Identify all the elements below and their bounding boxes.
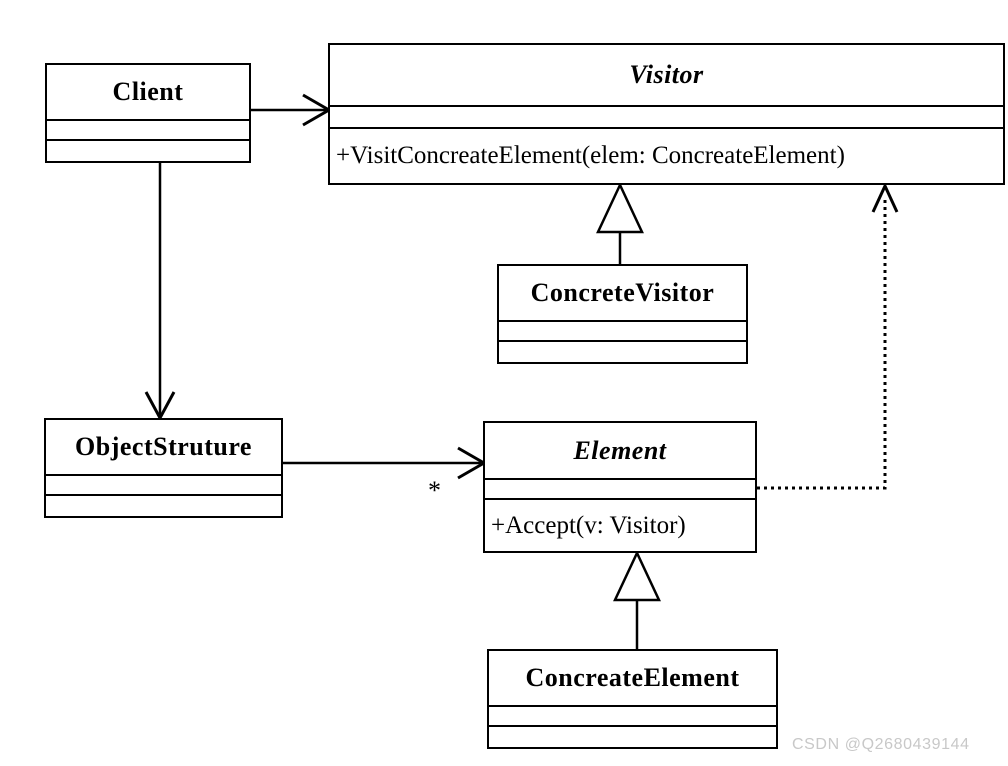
multiplicity-label-element-end: * — [428, 476, 441, 505]
edge-concreateelement-to-element — [613, 550, 661, 649]
class-attributes-compartment — [485, 480, 755, 500]
class-name-element: Element — [573, 435, 667, 465]
csdn-watermark: CSDN @Q2680439144 — [792, 736, 970, 753]
class-name-object-struture: ObjectStruture — [75, 432, 252, 461]
class-operation-accept: +Accept(v: Visitor) — [491, 511, 686, 539]
class-operations-compartment: +Accept(v: Visitor) — [485, 500, 755, 551]
class-operations-compartment: +VisitConcreateElement(elem: ConcreateEl… — [330, 129, 1003, 183]
uml-class-visitor[interactable]: Visitor +VisitConcreateElement(elem: Con… — [328, 43, 1005, 185]
class-name-concreate-element: ConcreateElement — [525, 663, 740, 692]
edge-objectstruture-to-element — [283, 446, 488, 480]
class-operations-compartment — [47, 141, 249, 161]
uml-class-concrete-visitor[interactable]: ConcreteVisitor — [497, 264, 748, 364]
class-operations-compartment — [499, 342, 746, 362]
uml-class-element[interactable]: Element +Accept(v: Visitor) — [483, 421, 757, 553]
class-attributes-compartment — [330, 107, 1003, 129]
class-title-compartment: Element — [485, 423, 755, 480]
class-attributes-compartment — [489, 707, 776, 727]
edge-client-to-visitor — [251, 93, 333, 127]
edge-concretevisitor-to-visitor — [596, 182, 644, 264]
class-operations-compartment — [46, 496, 281, 516]
class-title-compartment: Visitor — [330, 45, 1003, 107]
class-title-compartment: ConcreateElement — [489, 651, 776, 707]
uml-class-client[interactable]: Client — [45, 63, 251, 163]
uml-class-object-struture[interactable]: ObjectStruture — [44, 418, 283, 518]
class-name-concrete-visitor: ConcreteVisitor — [530, 278, 715, 307]
class-operation-visit-concreate-element: +VisitConcreateElement(elem: ConcreateEl… — [336, 142, 845, 169]
class-operations-compartment — [489, 727, 776, 747]
class-title-compartment: Client — [47, 65, 249, 121]
edge-client-to-objectstruture — [144, 163, 176, 422]
class-attributes-compartment — [47, 121, 249, 141]
uml-class-concreate-element[interactable]: ConcreateElement — [487, 649, 778, 749]
class-title-compartment: ConcreteVisitor — [499, 266, 746, 322]
class-name-client: Client — [112, 77, 184, 106]
class-title-compartment: ObjectStruture — [46, 420, 281, 476]
class-attributes-compartment — [46, 476, 281, 496]
class-attributes-compartment — [499, 322, 746, 342]
edge-element-to-visitor — [757, 182, 899, 490]
class-name-visitor: Visitor — [629, 60, 704, 89]
